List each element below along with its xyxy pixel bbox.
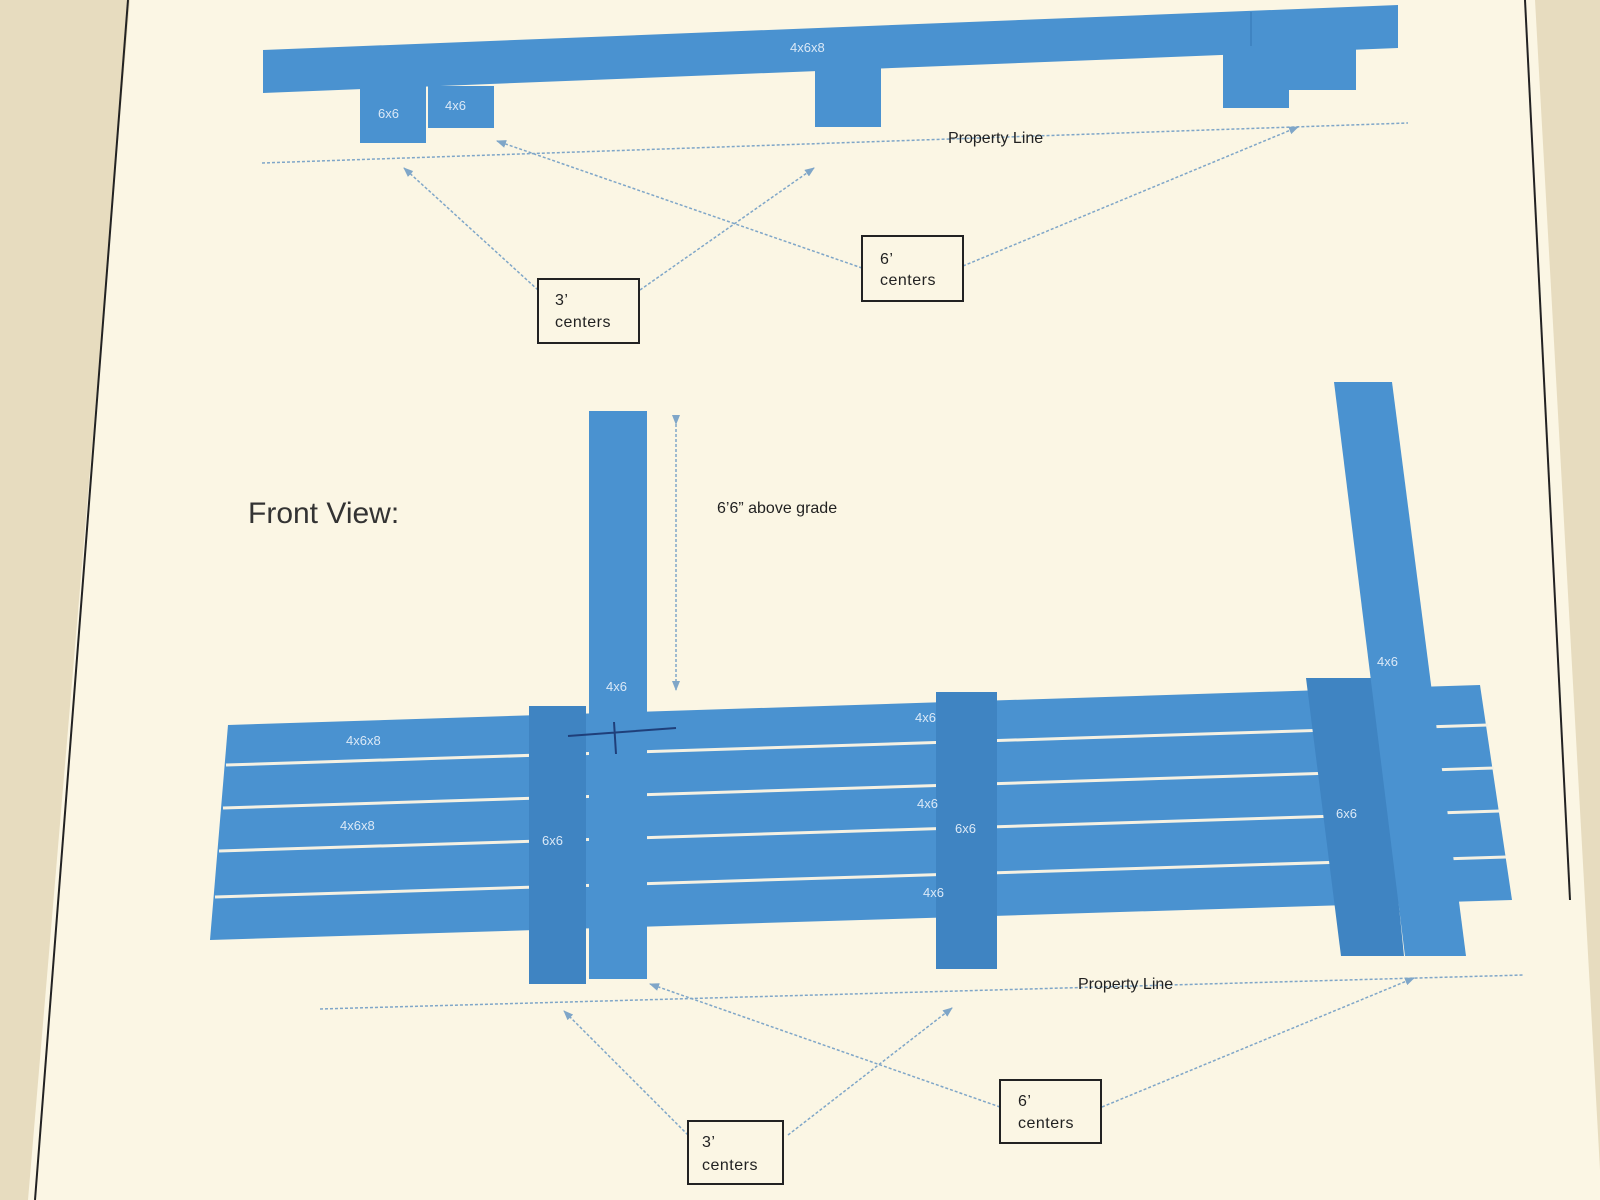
front-post-6x6-left-label: 6x6 bbox=[542, 833, 563, 848]
front-arrow-3ft-right bbox=[787, 1007, 953, 1136]
front-callout-6ft-line1: 6’ bbox=[1018, 1093, 1031, 1110]
top-post-right-a bbox=[1223, 46, 1289, 108]
mid-brace-label-1: 4x6 bbox=[915, 710, 936, 725]
front-callout-3ft-box bbox=[687, 1120, 784, 1185]
top-beam bbox=[263, 5, 1398, 93]
top-post-mid bbox=[815, 64, 881, 127]
top-callout-3ft-line1: 3’ bbox=[555, 292, 568, 309]
top-post-right-b bbox=[1288, 44, 1356, 90]
top-callout-6ft-box bbox=[861, 235, 964, 302]
front-post-4x6-tall-right bbox=[1334, 382, 1466, 956]
rail-label-top: 4x6x8 bbox=[346, 733, 381, 748]
front-post-4x6-tall-left bbox=[589, 411, 647, 979]
board-gap-1 bbox=[225, 723, 1489, 767]
front-property-line-label: Property Line bbox=[1078, 976, 1173, 993]
top-callout-6ft-line1: 6’ bbox=[880, 251, 893, 268]
sheet-border-right bbox=[1524, 0, 1571, 901]
height-note: 6’6” above grade bbox=[717, 500, 837, 517]
front-post-6x6-mid-label: 6x6 bbox=[955, 821, 976, 836]
top-post-4x6-label: 4x6 bbox=[445, 98, 466, 113]
front-post-4x6-tall-right-label: 4x6 bbox=[1377, 654, 1398, 669]
top-view: 4x6x8 6x6 4x6 Property Line 3’ centers 6… bbox=[261, 5, 1409, 344]
top-beam-label: 4x6x8 bbox=[790, 40, 825, 55]
top-arrow-6ft-right bbox=[962, 126, 1299, 267]
top-post-4x6-left bbox=[428, 86, 494, 128]
board-gap-4 bbox=[214, 855, 1507, 899]
top-arrow-3ft-right bbox=[639, 167, 815, 291]
front-view-title: Front View: bbox=[248, 497, 399, 530]
top-property-line-label: Property Line bbox=[948, 130, 1043, 147]
pen-mark bbox=[567, 721, 677, 755]
rail-label-mid: 4x6x8 bbox=[340, 818, 375, 833]
front-callout-3ft-line2: centers bbox=[702, 1157, 758, 1174]
front-post-4x6-tall-left-label: 4x6 bbox=[606, 679, 627, 694]
front-post-6x6-right-label: 6x6 bbox=[1336, 806, 1357, 821]
top-callout-6ft-line2: centers bbox=[880, 272, 936, 289]
front-arrow-6ft-left bbox=[649, 983, 1001, 1108]
mid-brace-label-3: 4x6 bbox=[923, 885, 944, 900]
front-callout-3ft-line1: 3’ bbox=[702, 1134, 715, 1151]
top-arrow-3ft-left bbox=[403, 167, 539, 291]
top-post-6x6-left bbox=[360, 86, 426, 143]
top-property-line bbox=[261, 122, 1409, 164]
front-post-6x6-mid bbox=[936, 692, 997, 969]
mid-brace-label-2: 4x6 bbox=[917, 796, 938, 811]
top-arrow-6ft-left bbox=[496, 140, 863, 269]
front-arrow-6ft-right bbox=[1101, 977, 1415, 1108]
front-callout-6ft-line2: centers bbox=[1018, 1115, 1074, 1132]
top-post-6x6-label: 6x6 bbox=[378, 106, 399, 121]
top-callout-3ft-line2: centers bbox=[555, 314, 611, 331]
sheet-border-left bbox=[34, 0, 129, 1200]
front-view: Front View: 4x6x8 4x6x8 6x6 4x6 6x6 4x6 … bbox=[210, 382, 1525, 1185]
front-arrow-3ft-left bbox=[563, 1010, 689, 1136]
front-post-6x6-left bbox=[529, 706, 586, 984]
board-gap-3 bbox=[218, 809, 1501, 853]
front-property-line bbox=[319, 974, 1525, 1010]
board-gap-2 bbox=[222, 766, 1495, 810]
front-callout-6ft-box bbox=[999, 1079, 1102, 1144]
top-callout-3ft-box bbox=[537, 278, 640, 344]
